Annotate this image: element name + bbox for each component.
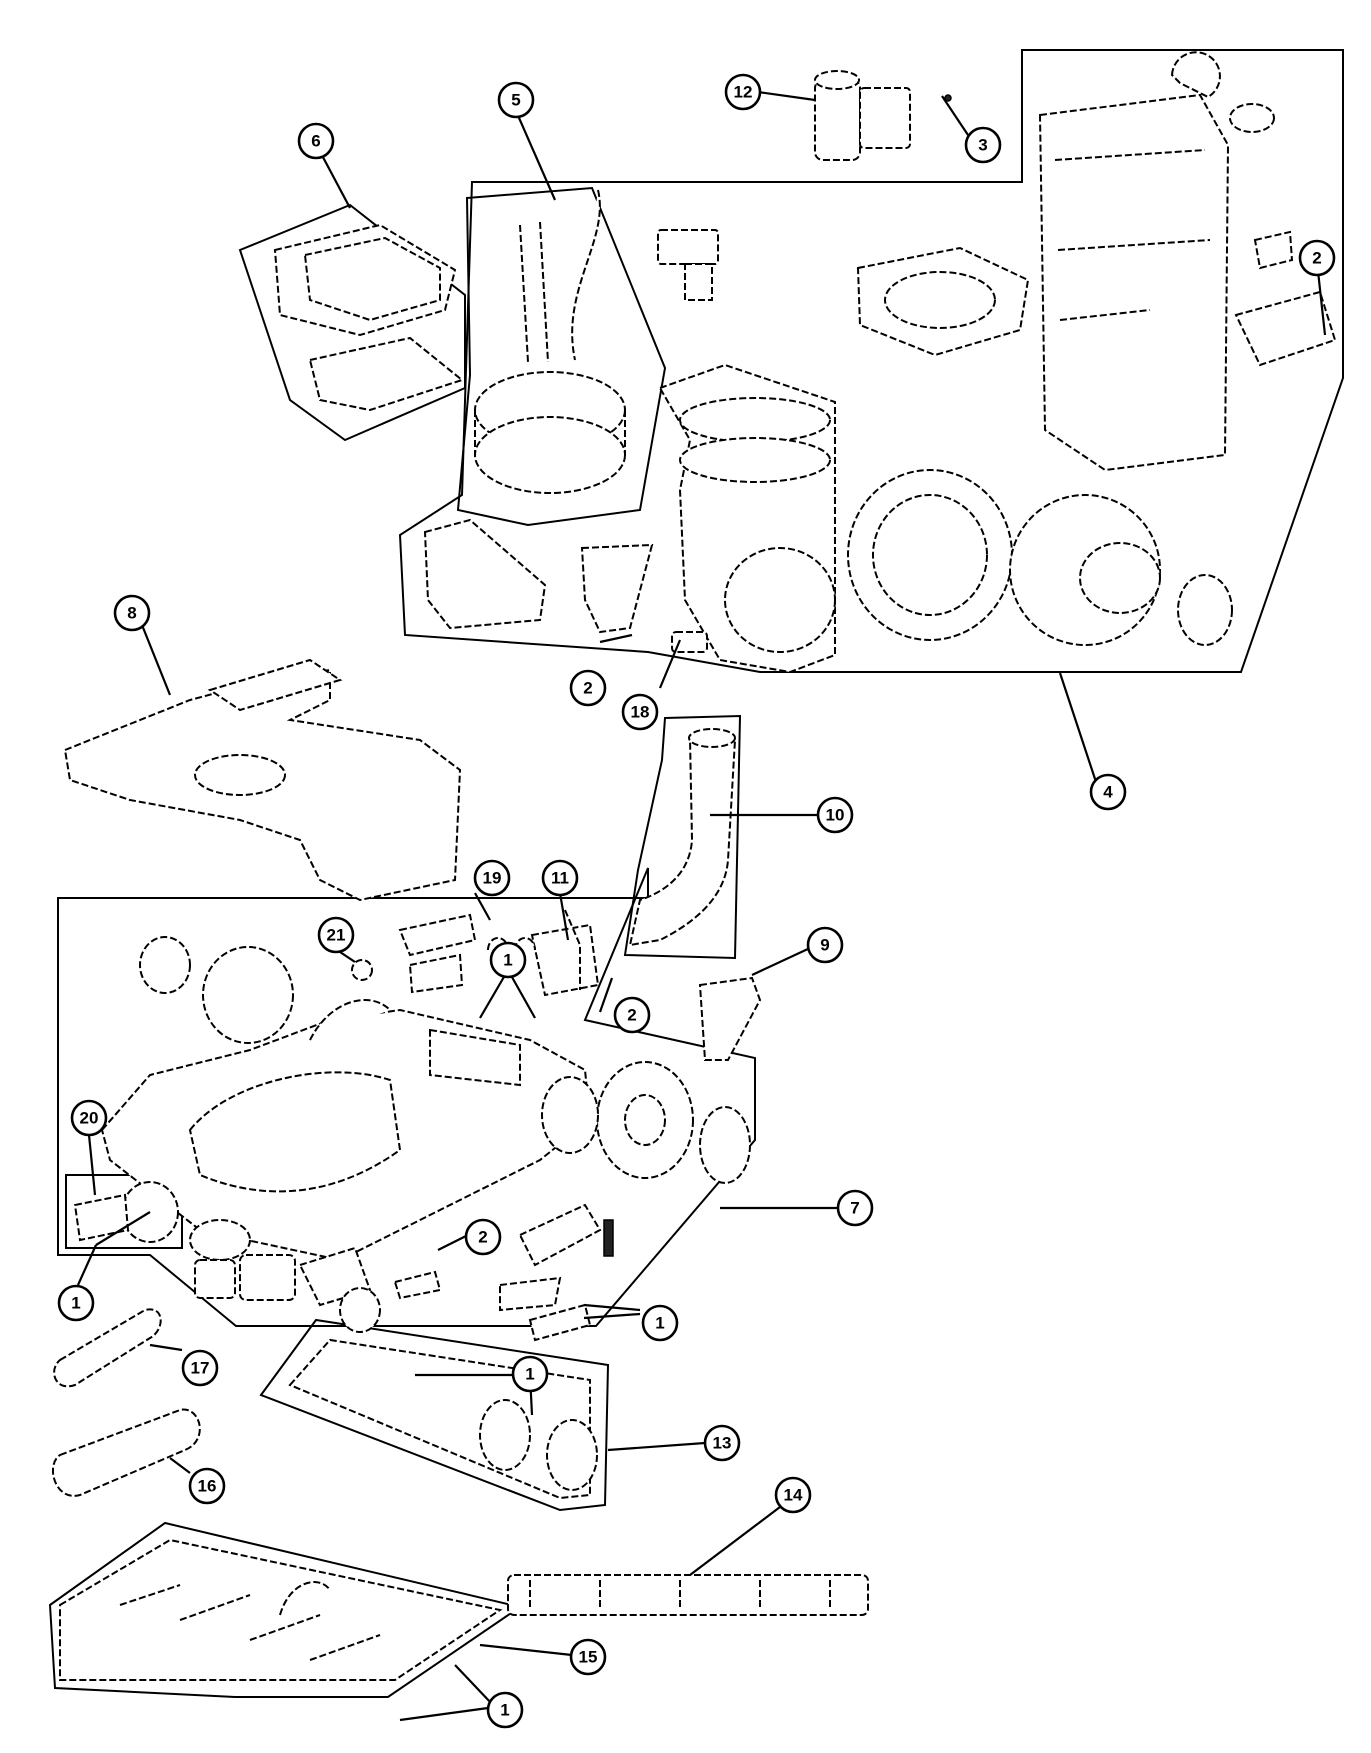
- callout-9: 9: [806, 926, 844, 964]
- belt-17: [53, 1308, 162, 1388]
- callout-label: 2: [583, 679, 592, 698]
- callout-1-base-bottom: 1: [641, 1304, 679, 1342]
- group-outline-4: [398, 49, 1344, 673]
- callout-1-brushroll-end: 1: [57, 1284, 95, 1322]
- callout-1-base-top: 1: [489, 941, 527, 979]
- cord-reel-5: [474, 189, 626, 494]
- callout-12: 12: [724, 73, 762, 111]
- canister-assembly-4: [423, 51, 1337, 674]
- callout-11: 11: [541, 859, 579, 897]
- callout-18: 18: [621, 693, 659, 731]
- callout-2-canister: 2: [1298, 239, 1336, 277]
- brushroll-end-20: [73, 1181, 179, 1243]
- callout-14: 14: [774, 1476, 812, 1514]
- callout-10: 10: [816, 796, 854, 834]
- callout-19: 19: [473, 859, 511, 897]
- callout-label: 4: [1103, 783, 1113, 802]
- base-plate-15: [59, 1538, 503, 1681]
- spring-21: [351, 959, 373, 981]
- callout-label: 20: [80, 1109, 99, 1128]
- callout-label: 16: [198, 1477, 217, 1496]
- callout-label: 1: [503, 951, 512, 970]
- callout-label: 13: [713, 1434, 732, 1453]
- callout-label: 2: [478, 1228, 487, 1247]
- bottom-plate-13: [288, 1338, 598, 1500]
- callout-13: 13: [703, 1424, 741, 1462]
- callout-label: 2: [627, 1006, 636, 1025]
- group-outline-13: [259, 1318, 610, 1512]
- callout-label: 18: [631, 703, 650, 722]
- callout-2-lower: 2: [569, 669, 607, 707]
- callout-label: 1: [500, 1701, 509, 1720]
- callout-label: 8: [127, 604, 136, 623]
- callout-8: 8: [113, 594, 151, 632]
- callout-label: 3: [978, 136, 987, 155]
- callout-20: 20: [70, 1099, 108, 1137]
- callout-7: 7: [836, 1189, 874, 1227]
- screw-3: [944, 94, 952, 102]
- leader-lines: [76, 90, 1327, 1722]
- group-outline-7: [57, 867, 756, 1327]
- callout-3: 3: [964, 126, 1002, 164]
- callout-15: 15: [569, 1638, 607, 1676]
- callout-label: 1: [655, 1314, 664, 1333]
- callout-label: 9: [820, 936, 829, 955]
- callout-label: 21: [327, 926, 346, 945]
- hood-8: [63, 658, 462, 902]
- callout-16: 16: [188, 1467, 226, 1505]
- callout-label: 2: [1312, 249, 1321, 268]
- motor-housing-12: [814, 70, 911, 161]
- bracket-11: [530, 909, 600, 997]
- filter-6: [273, 223, 465, 412]
- group-outline-10: [623, 714, 742, 960]
- callout-2-bracket: 2: [613, 996, 651, 1034]
- callout-label: 17: [191, 1359, 210, 1378]
- callout-17: 17: [181, 1349, 219, 1387]
- callout-1-plate: 1: [511, 1355, 549, 1393]
- callout-4: 4: [1089, 773, 1127, 811]
- callout-label: 6: [311, 132, 320, 151]
- callout-label: 10: [826, 806, 845, 825]
- callout-21: 21: [317, 916, 355, 954]
- callout-label: 7: [850, 1199, 859, 1218]
- group-outline-6: [238, 203, 466, 442]
- hose-10: [628, 728, 737, 947]
- callout-5: 5: [497, 81, 535, 119]
- callout-1-base-plate: 1: [486, 1691, 524, 1729]
- callout-2-base: 2: [464, 1218, 502, 1256]
- group-outline-5: [456, 186, 667, 527]
- callout-label: 19: [483, 869, 502, 888]
- belt-16: [51, 1408, 201, 1497]
- group-outline-15: [48, 1521, 523, 1698]
- callout-6: 6: [297, 122, 335, 160]
- clip-9: [698, 976, 762, 1061]
- callout-label: 11: [551, 869, 569, 888]
- base-assembly-7: [100, 936, 751, 1342]
- callout-label: 5: [511, 91, 520, 110]
- callout-label: 15: [579, 1648, 598, 1667]
- callout-label: 14: [784, 1486, 803, 1505]
- callout-label: 1: [525, 1365, 534, 1384]
- callout-label: 12: [734, 83, 753, 102]
- brushroll-14: [507, 1574, 869, 1616]
- pivot-19: [398, 913, 477, 994]
- callout-label: 1: [71, 1294, 80, 1313]
